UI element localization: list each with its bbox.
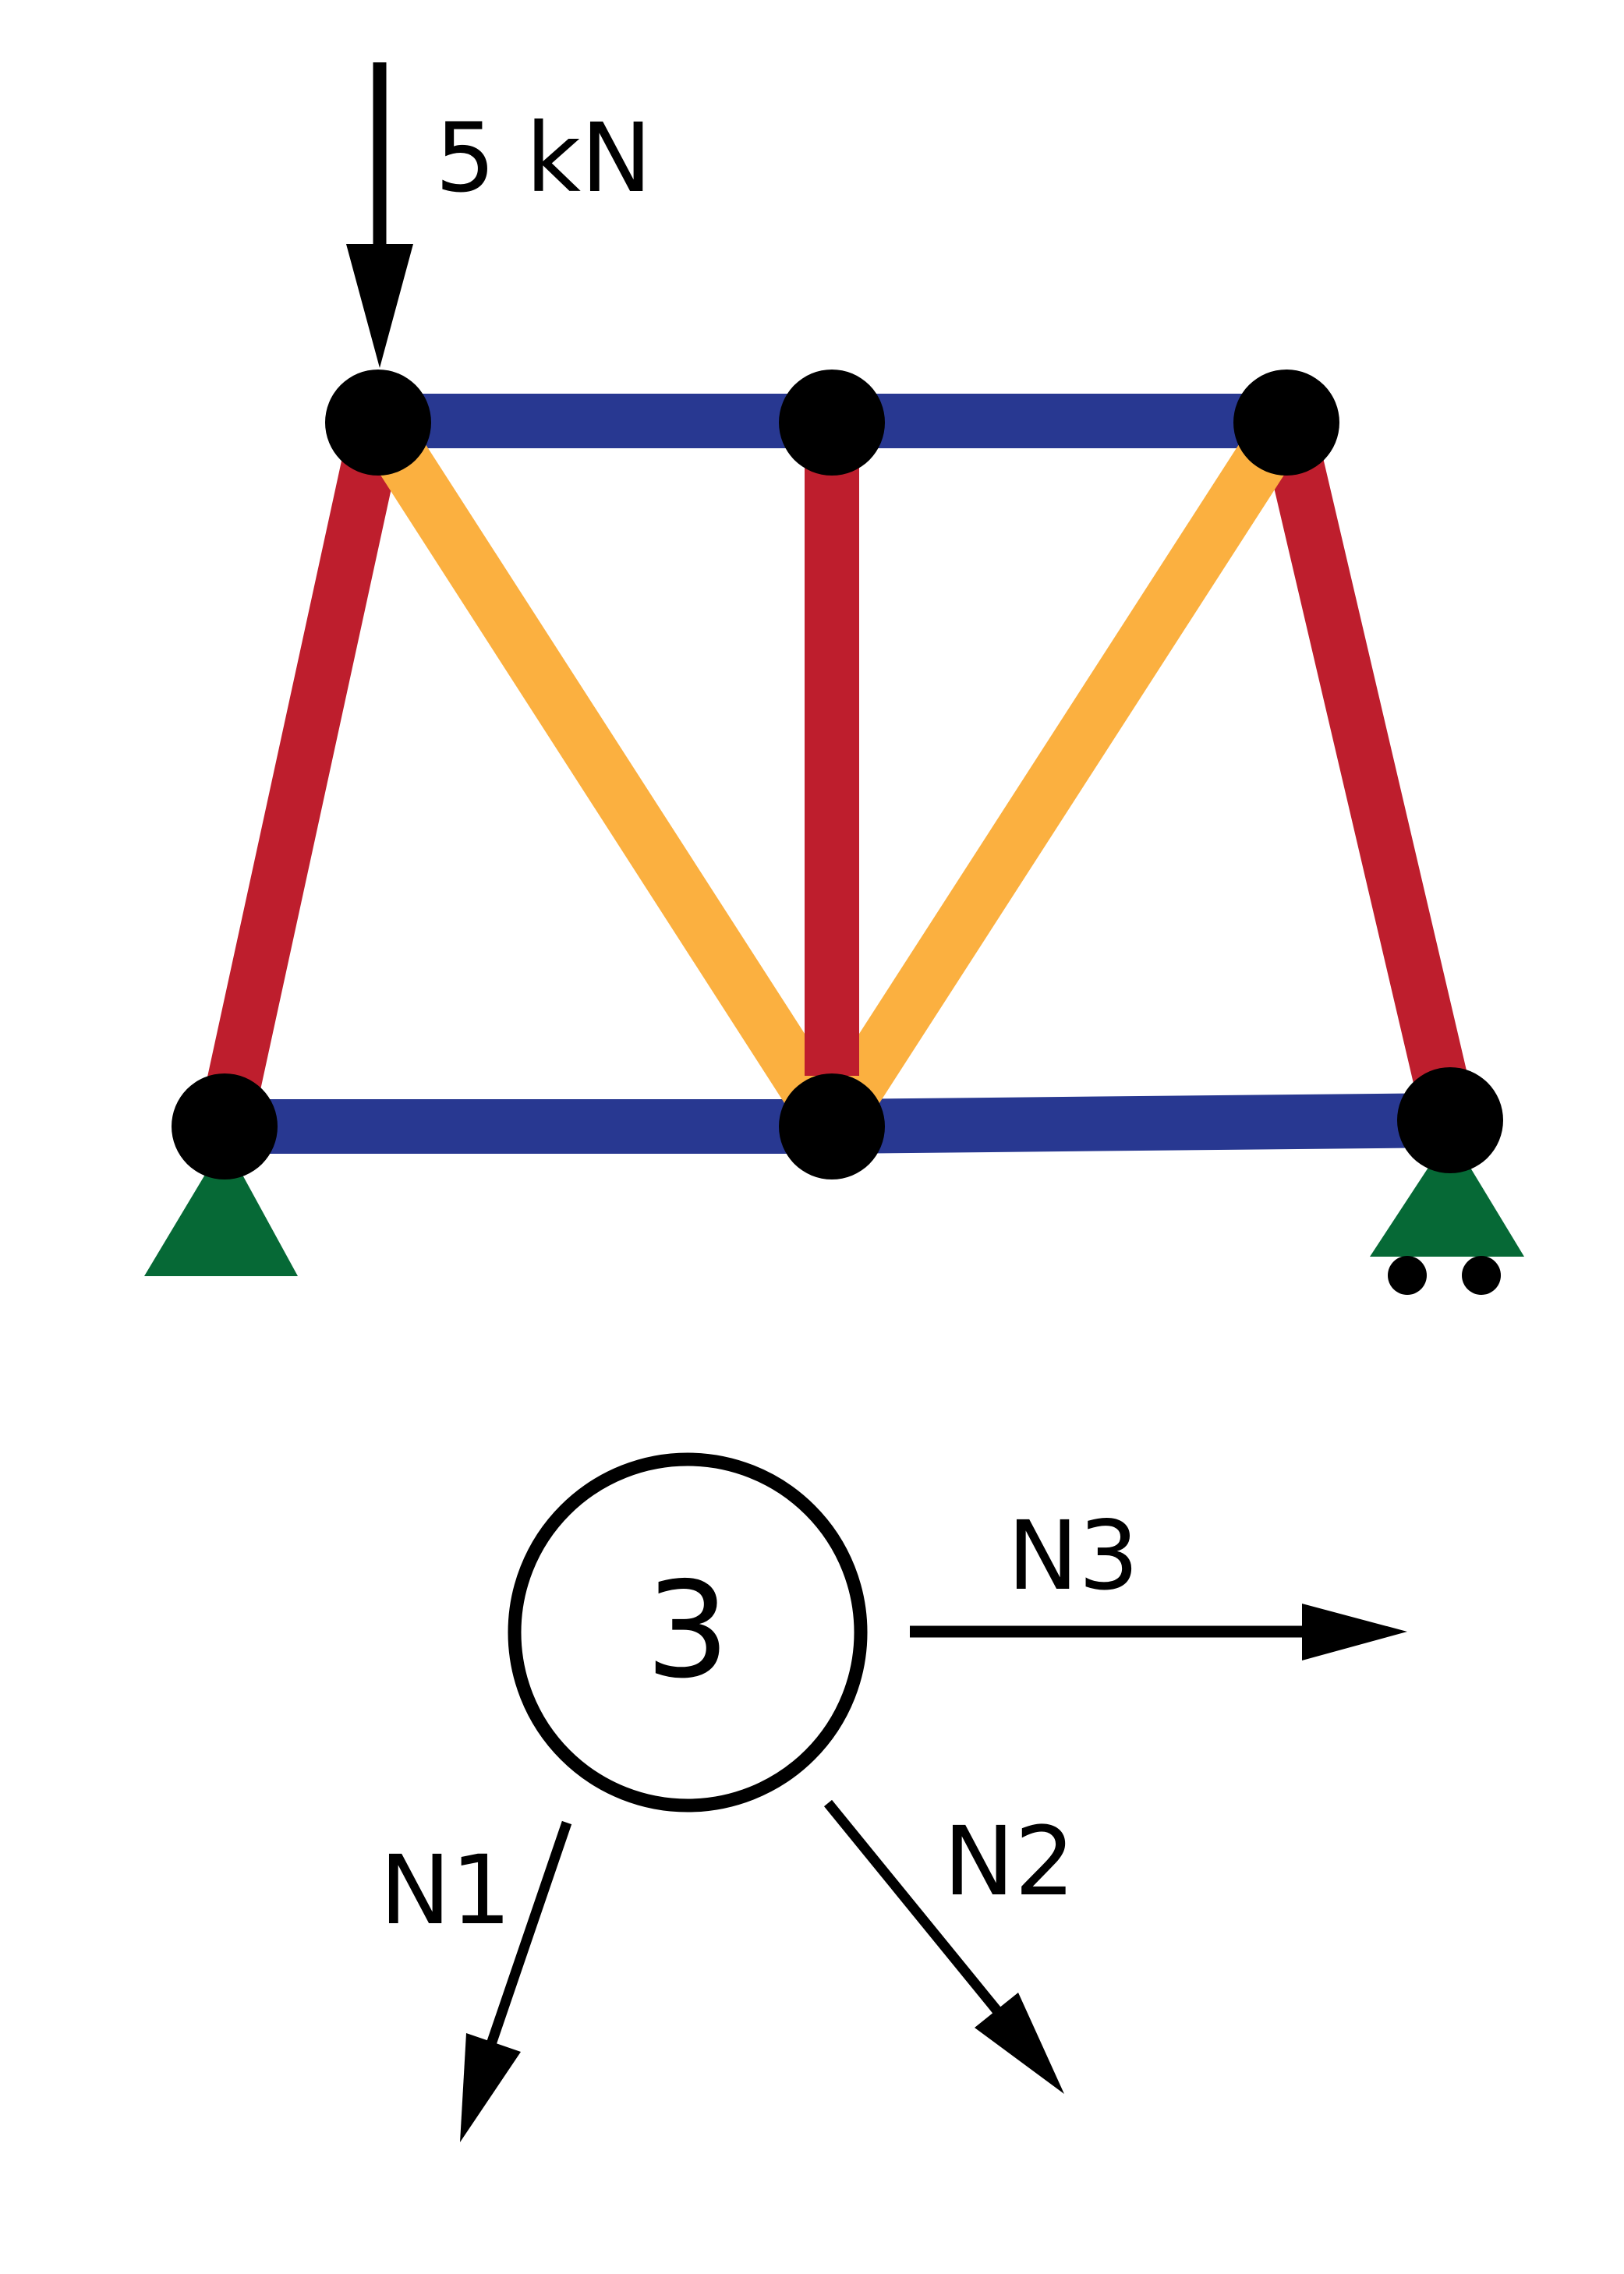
roller-wheel-right — [1462, 1256, 1501, 1295]
joint-bottom-left — [172, 1073, 278, 1179]
node-number: 3 — [646, 1554, 730, 1708]
joint-top-left — [325, 370, 431, 476]
truss-joints — [172, 370, 1503, 1179]
applied-load-arrow — [346, 62, 413, 368]
joint-bottom-center — [779, 1073, 885, 1179]
joint-top-center — [779, 370, 885, 476]
load-label: 5 kN — [435, 103, 652, 214]
force-arrow-n3 — [910, 1604, 1407, 1660]
right-end-post — [1259, 415, 1477, 1126]
pin-support-icon — [144, 1142, 298, 1276]
force-label-n2: N2 — [943, 1806, 1075, 1917]
roller-support-icon — [1370, 1134, 1524, 1295]
force-arrow-n1 — [460, 1820, 572, 2142]
truss-members — [197, 394, 1477, 1154]
free-body-node — [508, 1452, 868, 1812]
right-diagonal — [808, 406, 1310, 1141]
force-label-n3: N3 — [1007, 1501, 1139, 1611]
joint-top-right — [1233, 370, 1339, 476]
force-arrow-n2 — [823, 1799, 1064, 2094]
bottom-chord-right — [831, 1093, 1451, 1154]
force-label-n1: N1 — [380, 1835, 511, 1946]
left-diagonal — [355, 406, 855, 1141]
joint-bottom-right — [1397, 1067, 1503, 1173]
left-end-post — [197, 415, 405, 1133]
roller-wheel-left — [1388, 1256, 1427, 1295]
